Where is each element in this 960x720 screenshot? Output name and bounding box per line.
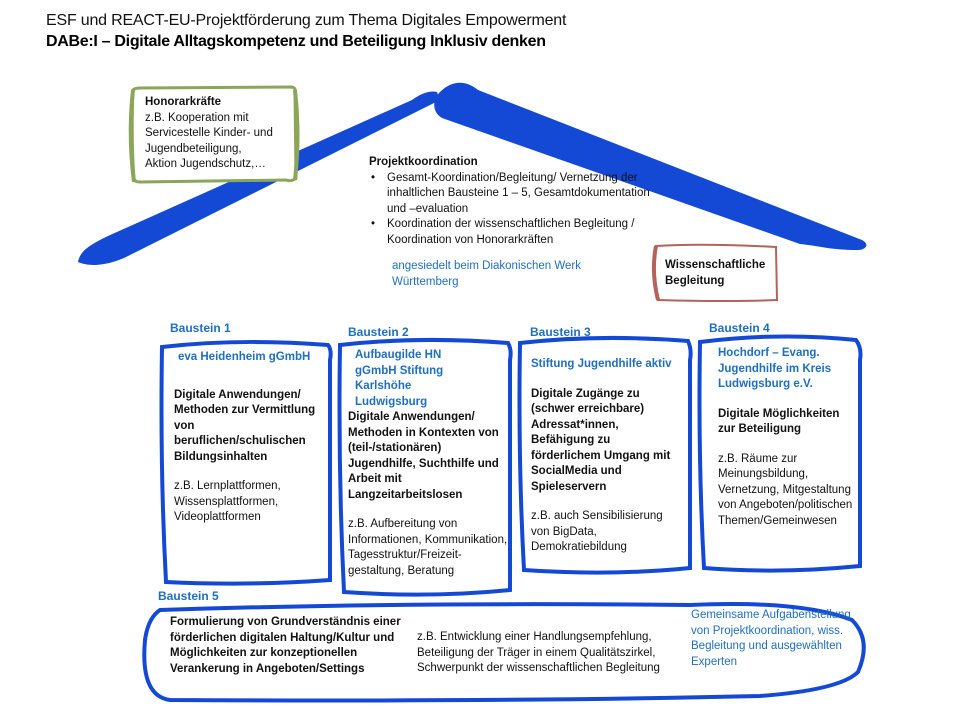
baustein-1-examples: z.B. Lernplattformen, Wissensplattformen… bbox=[174, 480, 281, 523]
wiss-line: Wissenschaftliche bbox=[665, 259, 766, 271]
honorarkraefte-line: Aktion Jugendschutz,… bbox=[145, 158, 266, 170]
honorarkraefte-line: Servicestelle Kinder- und bbox=[145, 127, 273, 139]
baustein-5-focus: Formulierung von Grundverständnis einer … bbox=[170, 616, 401, 675]
baustein-4-focus: Digitale Möglichkeiten zur Beteiligung bbox=[718, 407, 840, 436]
baustein-4-content: Hochdorf – Evang. Jugendhilfe im Kreis L… bbox=[718, 346, 853, 529]
honorarkraefte-line: z.B. Kooperation mit bbox=[145, 111, 249, 124]
honorarkraefte-box: Honorarkräfte z.B. Kooperation mit Servi… bbox=[145, 95, 295, 173]
baustein-2-content: Aufbaugilde HN gGmbH Stiftung Karlshöhe … bbox=[348, 348, 508, 579]
baustein-5-note: Gemeinsame Aufgabenstellung von Projektk… bbox=[691, 609, 851, 668]
page-title: ESF und REACT-EU-Projektförderung zum Th… bbox=[46, 12, 567, 29]
baustein-1-label: Baustein 1 bbox=[170, 321, 231, 335]
projektkoordination-list: Gesamt-Koordination/Begleitung/ Vernetzu… bbox=[369, 171, 659, 249]
baustein-4-label: Baustein 4 bbox=[709, 321, 770, 335]
wissenschaftliche-begleitung-box: Wissenschaftliche Begleitung bbox=[665, 258, 775, 289]
location-line: Württemberg bbox=[392, 275, 459, 288]
baustein-2-label: Baustein 2 bbox=[348, 325, 409, 339]
baustein-4-org: Hochdorf – Evang. Jugendhilfe im Kreis L… bbox=[718, 347, 832, 390]
projektkoordination-bullet: Gesamt-Koordination/Begleitung/ Vernetzu… bbox=[371, 171, 659, 218]
projektkoordination-title: Projektkoordination bbox=[369, 156, 478, 168]
projektkoordination-bullet: Koordination der wissenschaftlichen Begl… bbox=[371, 217, 659, 248]
baustein-1-content: eva Heidenheim gGmbH Digitale Anwendunge… bbox=[174, 350, 326, 526]
baustein-2-focus: Digitale Anwendungen/ Methoden in Kontex… bbox=[348, 411, 499, 501]
honorarkraefte-title: Honorarkräfte bbox=[145, 96, 222, 108]
honorarkraefte-line: Jugendbeteiligung, bbox=[145, 142, 242, 155]
baustein-5-examples: z.B. Entwicklung einer Handlungsempfehlu… bbox=[417, 631, 660, 674]
projektkoordination-box: Projektkoordination Gesamt-Koordination/… bbox=[369, 155, 659, 248]
location-line: angesiedelt beim Diakonischen Werk bbox=[392, 260, 581, 272]
baustein-3-org: Stiftung Jugendhilfe aktiv bbox=[531, 358, 672, 370]
baustein-1-focus: Digitale Anwendungen/ Methoden zur Vermi… bbox=[174, 388, 316, 463]
wiss-line: Begleitung bbox=[665, 274, 725, 287]
projektkoordination-location: angesiedelt beim Diakonischen Werk Württ… bbox=[392, 259, 652, 290]
baustein-3-label: Baustein 3 bbox=[530, 325, 591, 339]
baustein-3-examples: z.B. auch Sensibilisierung von BigData, … bbox=[531, 510, 663, 553]
baustein-1-org: eva Heidenheim gGmbH bbox=[178, 351, 311, 363]
baustein-5-label: Baustein 5 bbox=[158, 589, 219, 603]
baustein-2-examples: z.B. Aufbereitung von Informationen, Kom… bbox=[348, 518, 508, 577]
page-subtitle: DABe:I – Digitale Alltagskompetenz und B… bbox=[46, 33, 546, 50]
baustein-3-focus: Digitale Zugänge zu (schwer erreichbare)… bbox=[531, 387, 671, 493]
baustein-2-org: Aufbaugilde HN gGmbH Stiftung Karlshöhe … bbox=[355, 349, 444, 408]
baustein-3-content: Stiftung Jugendhilfe aktiv Digitale Zugä… bbox=[531, 357, 681, 556]
baustein-4-examples: z.B. Räume zur Meinungsbildung, Vernetzu… bbox=[718, 452, 853, 527]
